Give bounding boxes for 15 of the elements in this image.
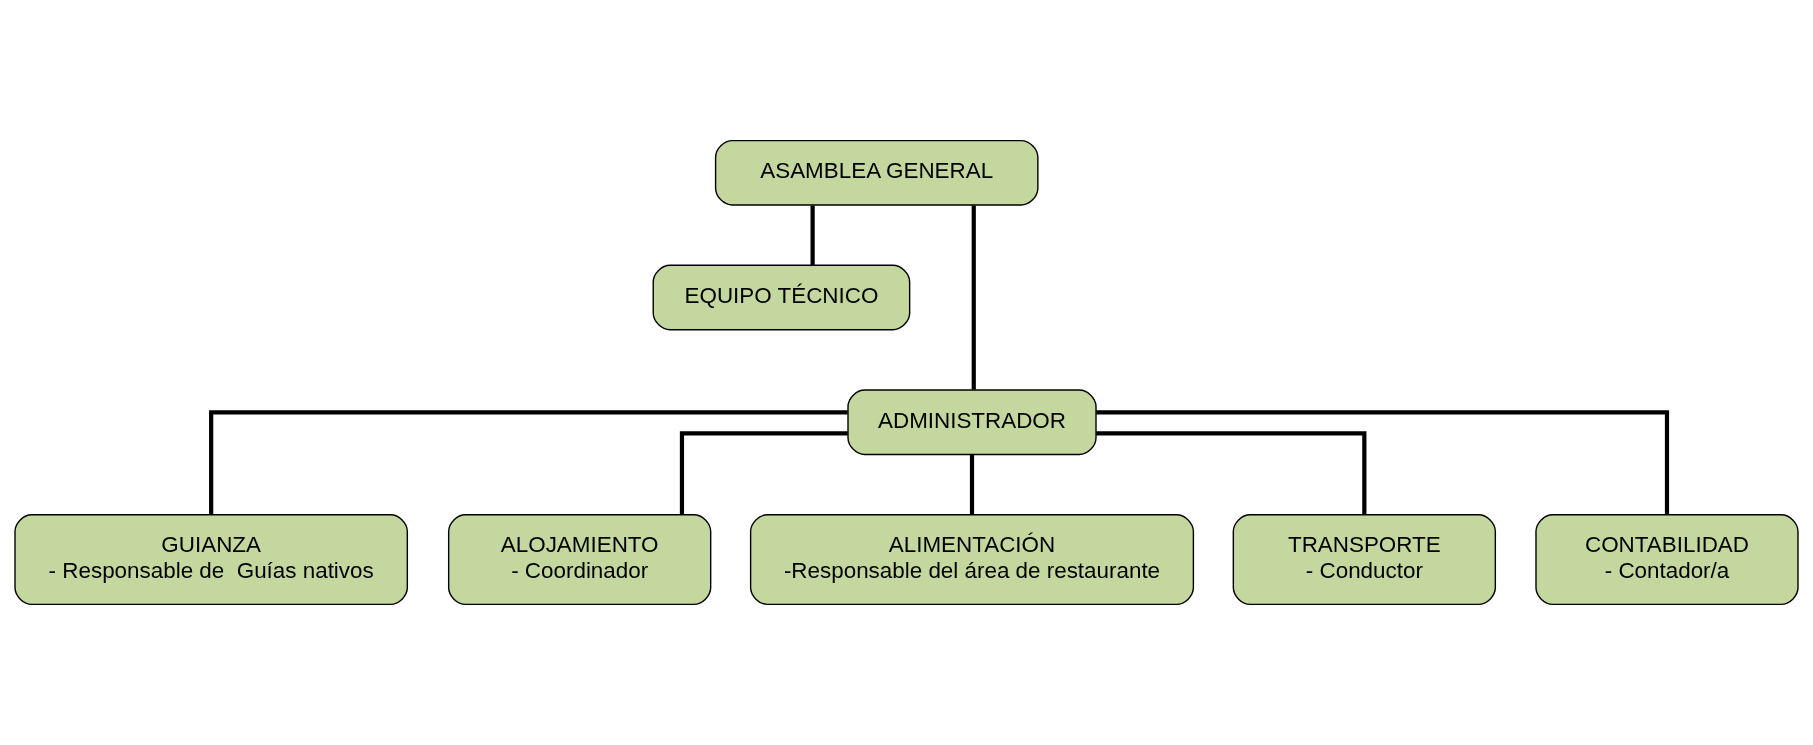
node-box: ALOJAMIENTO - Coordinador bbox=[447, 514, 712, 606]
connector bbox=[1096, 431, 1367, 515]
connector bbox=[209, 410, 848, 515]
connector bbox=[1096, 410, 1670, 515]
connector bbox=[969, 454, 975, 515]
node-box: ADMINISTRADOR bbox=[847, 389, 1097, 456]
connector bbox=[679, 431, 848, 515]
node-box: GUIANZA - Responsable de Guías nativos bbox=[14, 514, 409, 606]
node-box: TRANSPORTE - Conductor bbox=[1232, 514, 1497, 606]
node-box: ALIMENTACIÓN -Responsable del área de restaurante bbox=[749, 514, 1195, 606]
connector bbox=[971, 205, 976, 390]
node-box: EQUIPO TÉCNICO bbox=[652, 264, 911, 331]
connector bbox=[810, 205, 815, 265]
node-box: ASAMBLEA GENERAL bbox=[714, 139, 1039, 206]
node-box: CONTABILIDAD - Contador/a bbox=[1535, 514, 1799, 606]
